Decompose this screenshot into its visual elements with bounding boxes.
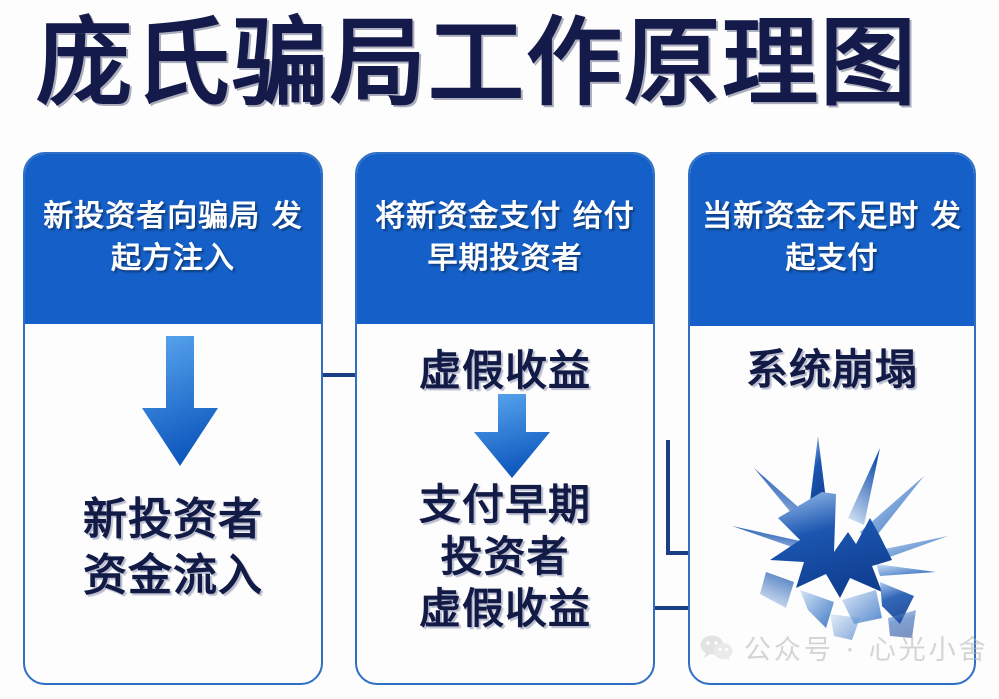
wechat-icon [700,635,733,661]
shatter-burst-icon [732,436,948,640]
page-title: 庞氏骗局工作原理图 [36,7,918,119]
stage-2-top-text: 虚假收益 [418,346,591,395]
stage-3-top-text: 系统崩塌 [745,345,918,394]
stage-3-body: 系统崩塌 [690,324,974,683]
stage-card-1[interactable]: 新投资者向骗局 发起方注入 新投资者 资金流入 [23,152,323,685]
down-arrow-icon-1 [142,336,218,466]
down-arrow-icon-2 [474,394,550,478]
stage-2-body: 虚假收益 支付早期 投资者 虚假收益 [357,324,653,683]
stage-1-body: 新投资者 资金流入 [25,324,321,683]
stage-1-header: 新投资者向骗局 发起方注入 [25,154,321,324]
stage-card-2[interactable]: 将新资金支付 给付早期投资者 虚假收益 支付早期 投资者 虚假收益 [355,152,655,685]
stage-3-header: 当新资金不足时 发起支付 [690,154,974,326]
stage-2-header: 将新资金支付 给付早期投资者 [357,154,653,324]
stage-1-body-text: 新投资者 资金流入 [83,494,263,601]
watermark-text: 公众号 · 心光小舍 [744,635,989,666]
watermark: 公众号 · 心光小舍 [700,628,989,667]
stage-2-body-text: 支付早期 投资者 虚假收益 [418,480,591,633]
stage-card-3[interactable]: 当新资金不足时 发起支付 系统崩塌 [688,152,976,685]
